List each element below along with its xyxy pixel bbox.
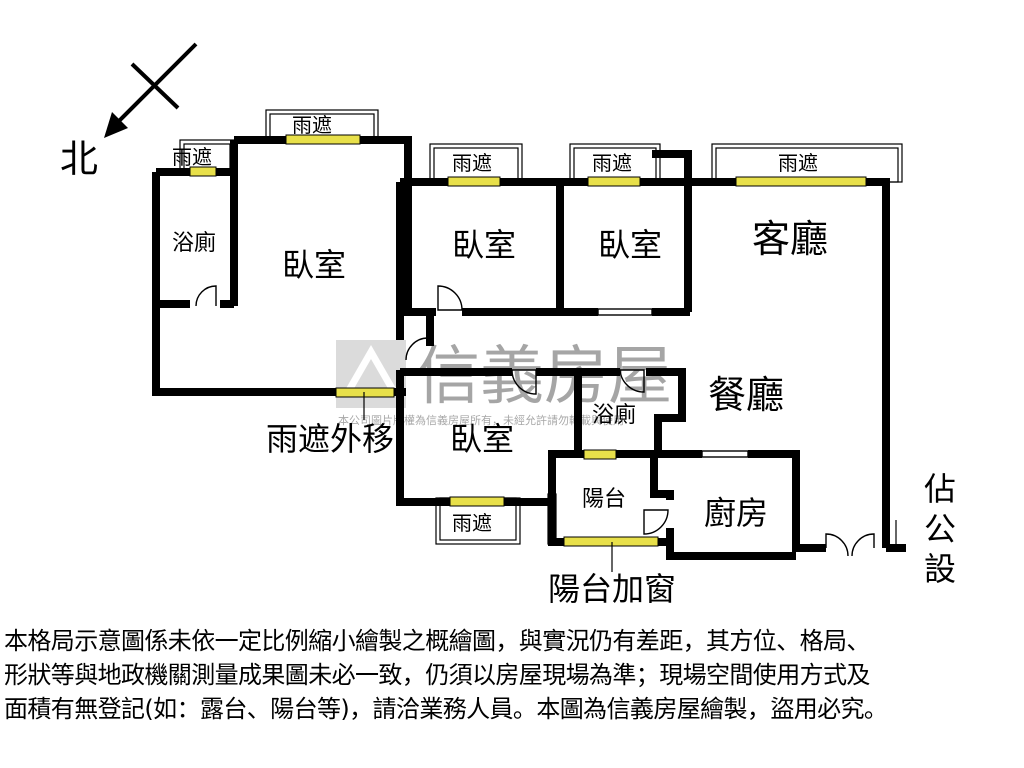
room-balcony: 陽台: [582, 487, 626, 512]
door-bedroom-4: [511, 369, 537, 395]
doors: [195, 285, 875, 557]
awning-label: 雨遮: [452, 151, 492, 175]
room-dining: 餐廳: [708, 373, 784, 417]
window: [335, 387, 395, 398]
door-entry-left: [825, 533, 849, 557]
watermark-brand: 信義房屋: [416, 340, 672, 414]
window: [189, 166, 217, 177]
windows: [189, 134, 867, 547]
room-kitchen: 廚房: [704, 494, 768, 532]
sliding-door: [597, 308, 653, 316]
door-bath-mid: [619, 369, 645, 393]
compass-north-label: 北: [60, 137, 98, 181]
compass-cross: [130, 62, 180, 110]
annotation-balcony-window: 陽台加窗: [548, 570, 676, 608]
compass-arrow: [108, 42, 198, 132]
window: [285, 134, 361, 145]
disclaimer-line: 形狀等與地政機關測量成果圖未必一致，仍須以房屋現場為準；現場空間使用方式及: [4, 661, 870, 689]
awning-labels: 雨遮 雨遮 雨遮 雨遮 雨遮 雨遮: [172, 113, 818, 535]
window: [583, 449, 617, 460]
room-labels: 浴廁 臥室 臥室 臥室 客廳 餐廳 浴廁 臥室 陽台 廚房: [172, 217, 828, 532]
awning-label: 雨遮: [172, 145, 212, 169]
walls: [152, 136, 906, 560]
floor-plan: 信義房屋 本公司圖片版權為信義房屋所有，未經允許請勿轉載與使用 北: [60, 42, 956, 608]
room-bedroom-master: 臥室: [282, 246, 346, 284]
door-bath-top: [195, 285, 217, 307]
compass-arrowhead: [104, 112, 128, 138]
window: [735, 176, 867, 187]
awning-label: 雨遮: [592, 151, 632, 175]
awning-label: 雨遮: [452, 511, 492, 535]
annotations: 雨遮外移 陽台加窗 佔 公 設: [266, 420, 956, 608]
door-corridor: [405, 337, 429, 361]
awning-label: 雨遮: [778, 151, 818, 175]
window: [449, 496, 505, 507]
door-bedroom-2: [437, 285, 463, 311]
door-balcony: [643, 509, 669, 535]
disclaimer-line: 本格局示意圖係未依一定比例縮小繪製之概繪圖，與實況仍有差距，其方位、格局、: [4, 627, 870, 655]
window: [587, 176, 641, 187]
compass: 北: [60, 42, 198, 181]
room-bath-top: 浴廁: [172, 231, 216, 256]
room-living: 客廳: [752, 217, 828, 261]
disclaimer-line: 面積有無登記(如：露台、陽台等)，請洽業務人員。本圖為信義房屋繪製，盜用必究。: [4, 695, 888, 723]
room-bedroom-4: 臥室: [450, 420, 514, 458]
callouts: [363, 392, 897, 572]
sliding-door: [701, 450, 749, 458]
room-bedroom-3: 臥室: [598, 226, 662, 264]
disclaimer: 本格局示意圖係未依一定比例縮小繪製之概繪圖，與實況仍有差距，其方位、格局、 形狀…: [4, 624, 1020, 726]
annotation-common-area-1: 佔: [924, 470, 956, 508]
watermark-logo-icon: [336, 340, 406, 408]
annotation-awning-moved: 雨遮外移: [266, 420, 394, 458]
room-bath-mid: 浴廁: [592, 403, 636, 428]
door-entry-right: [851, 533, 875, 557]
window: [563, 536, 659, 547]
room-bedroom-2: 臥室: [452, 226, 516, 264]
awning-label: 雨遮: [292, 113, 332, 137]
annotation-common-area-2: 公: [924, 510, 956, 548]
annotation-common-area-3: 設: [924, 550, 956, 588]
watermark-subtext: 本公司圖片版權為信義房屋所有，未經允許請勿轉載與使用: [338, 413, 624, 427]
watermark: 信義房屋 本公司圖片版權為信義房屋所有，未經允許請勿轉載與使用: [336, 340, 672, 427]
window: [447, 176, 501, 187]
